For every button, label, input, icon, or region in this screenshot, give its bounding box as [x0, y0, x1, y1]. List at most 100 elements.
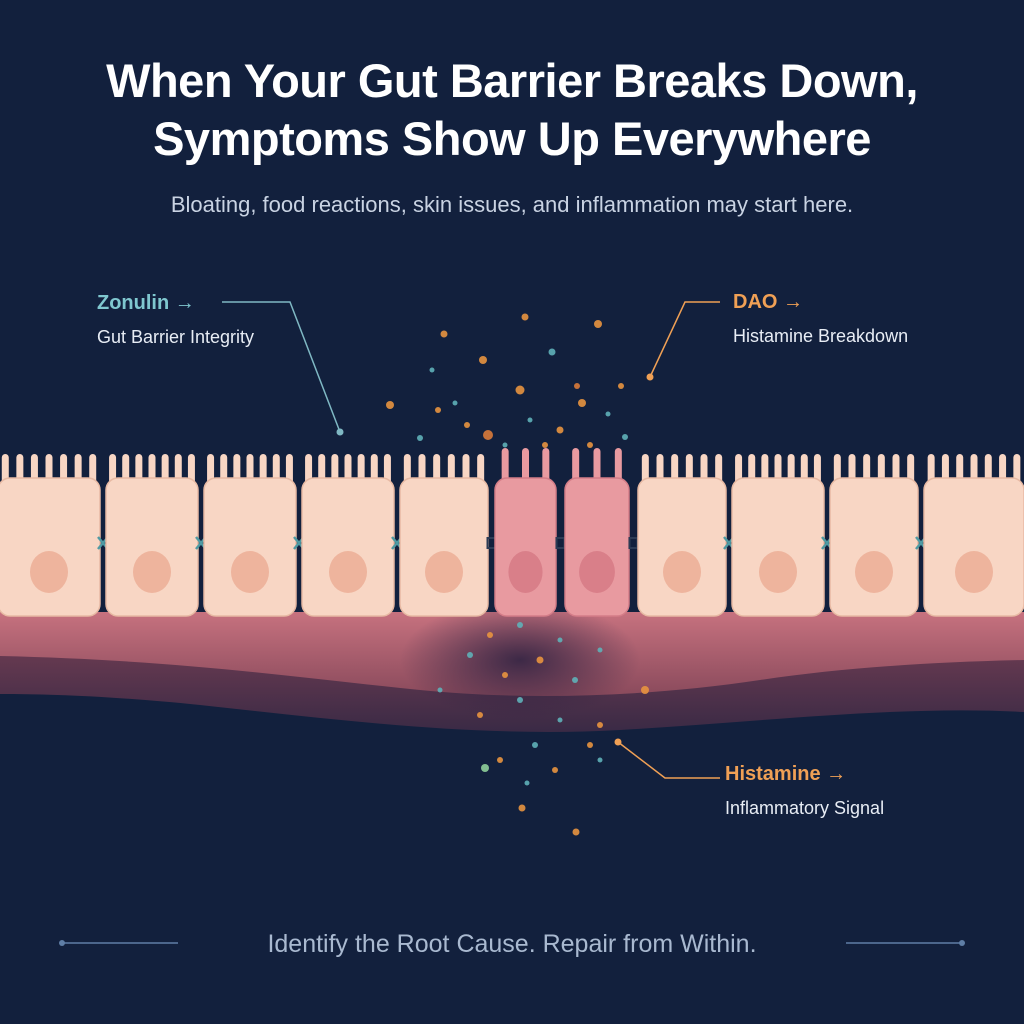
cell-body [0, 477, 101, 617]
microvillus [671, 454, 679, 484]
microvillus [403, 454, 411, 484]
healthy-cell [105, 454, 199, 617]
particle [597, 757, 603, 763]
microvillus [30, 454, 38, 484]
particle [542, 442, 548, 448]
microvillus [135, 454, 143, 484]
dao-leader-dot [646, 373, 654, 381]
healthy-cell [203, 454, 297, 617]
particle [524, 780, 530, 786]
particle [622, 434, 628, 440]
microvillus [447, 454, 455, 484]
microvillus [89, 454, 97, 484]
histamine-callout: Histamine → Inflammatory Signal [725, 763, 884, 819]
particle [417, 435, 423, 441]
microvillus [999, 454, 1007, 484]
histamine-description: Inflammatory Signal [725, 798, 885, 818]
particle [502, 442, 508, 448]
cell-body [494, 477, 557, 617]
title-line-1: When Your Gut Barrier Breaks Down, [106, 54, 918, 107]
microvillus [259, 454, 267, 484]
dao-label: DAO → [733, 291, 803, 313]
microvillus [331, 454, 339, 484]
particle [517, 697, 523, 703]
microvillus [800, 454, 808, 484]
microvillus [357, 454, 365, 484]
microvillus [305, 454, 313, 484]
microvillus [941, 454, 949, 484]
particle [578, 399, 586, 407]
microvillus [761, 454, 769, 484]
microvillus [774, 454, 782, 484]
cell-nucleus [425, 551, 463, 593]
cell-nucleus [508, 551, 543, 593]
particle [536, 656, 544, 664]
page-title: When Your Gut Barrier Breaks Down, Sympt… [0, 52, 1024, 168]
healthy-cell [731, 454, 825, 617]
microvillus [109, 454, 117, 484]
zonulin-label: Zonulin → [97, 292, 195, 314]
particle [515, 385, 525, 395]
healthy-cell [923, 454, 1024, 617]
particle [481, 764, 489, 772]
particle [487, 632, 493, 638]
microvillus [892, 454, 900, 484]
microvillus [863, 454, 871, 484]
particle [572, 677, 578, 683]
microvillus [161, 454, 169, 484]
particle [477, 712, 483, 718]
zonulin-callout: Zonulin → Gut Barrier Integrity [97, 292, 254, 348]
title-line-2: Symptoms Show Up Everywhere [153, 112, 871, 165]
histamine-leader-line [617, 741, 720, 779]
microvillus [233, 454, 241, 484]
particle [587, 742, 593, 748]
leak-shadow [400, 600, 640, 720]
cell-nucleus [30, 551, 68, 593]
particle [518, 804, 526, 812]
particle [386, 401, 394, 409]
cell-body [637, 477, 727, 617]
particle [597, 647, 603, 653]
particle [479, 356, 487, 364]
particle [572, 828, 580, 836]
microvillus [984, 454, 992, 484]
healthy-cell [399, 454, 489, 617]
broken-tight-junction [628, 537, 639, 549]
zonulin-description: Gut Barrier Integrity [97, 327, 255, 347]
microvillus [174, 454, 182, 484]
particle [497, 757, 503, 763]
microvillus [477, 454, 485, 484]
microvillus [383, 454, 391, 484]
junction-gap [628, 537, 639, 549]
particle [587, 442, 593, 448]
particle [532, 742, 538, 748]
zonulin-leader-dot [336, 428, 344, 436]
particle [618, 383, 624, 389]
microvillus [813, 454, 821, 484]
particle [527, 417, 533, 423]
microvillus [1, 454, 9, 484]
healthy-cell [301, 454, 395, 617]
cell-body [399, 477, 489, 617]
cell-body [923, 477, 1024, 617]
microvillus [614, 448, 622, 484]
microvillus [748, 454, 756, 484]
microvillus [1013, 454, 1021, 484]
zonulin-leader-line [222, 301, 341, 433]
footer-rule-right-dot [959, 940, 965, 946]
particle [557, 637, 563, 643]
microvillus [593, 448, 601, 484]
microvillus [344, 454, 352, 484]
leaking-particles [386, 313, 649, 836]
tissue-deep-layer [0, 640, 1024, 732]
particle [594, 320, 602, 328]
microvillus [45, 454, 53, 484]
microvillus [74, 454, 82, 484]
cell-nucleus [663, 551, 701, 593]
microvillus [700, 454, 708, 484]
cell-nucleus [329, 551, 367, 593]
microvillus [970, 454, 978, 484]
microvillus [148, 454, 156, 484]
cell-body [105, 477, 199, 617]
